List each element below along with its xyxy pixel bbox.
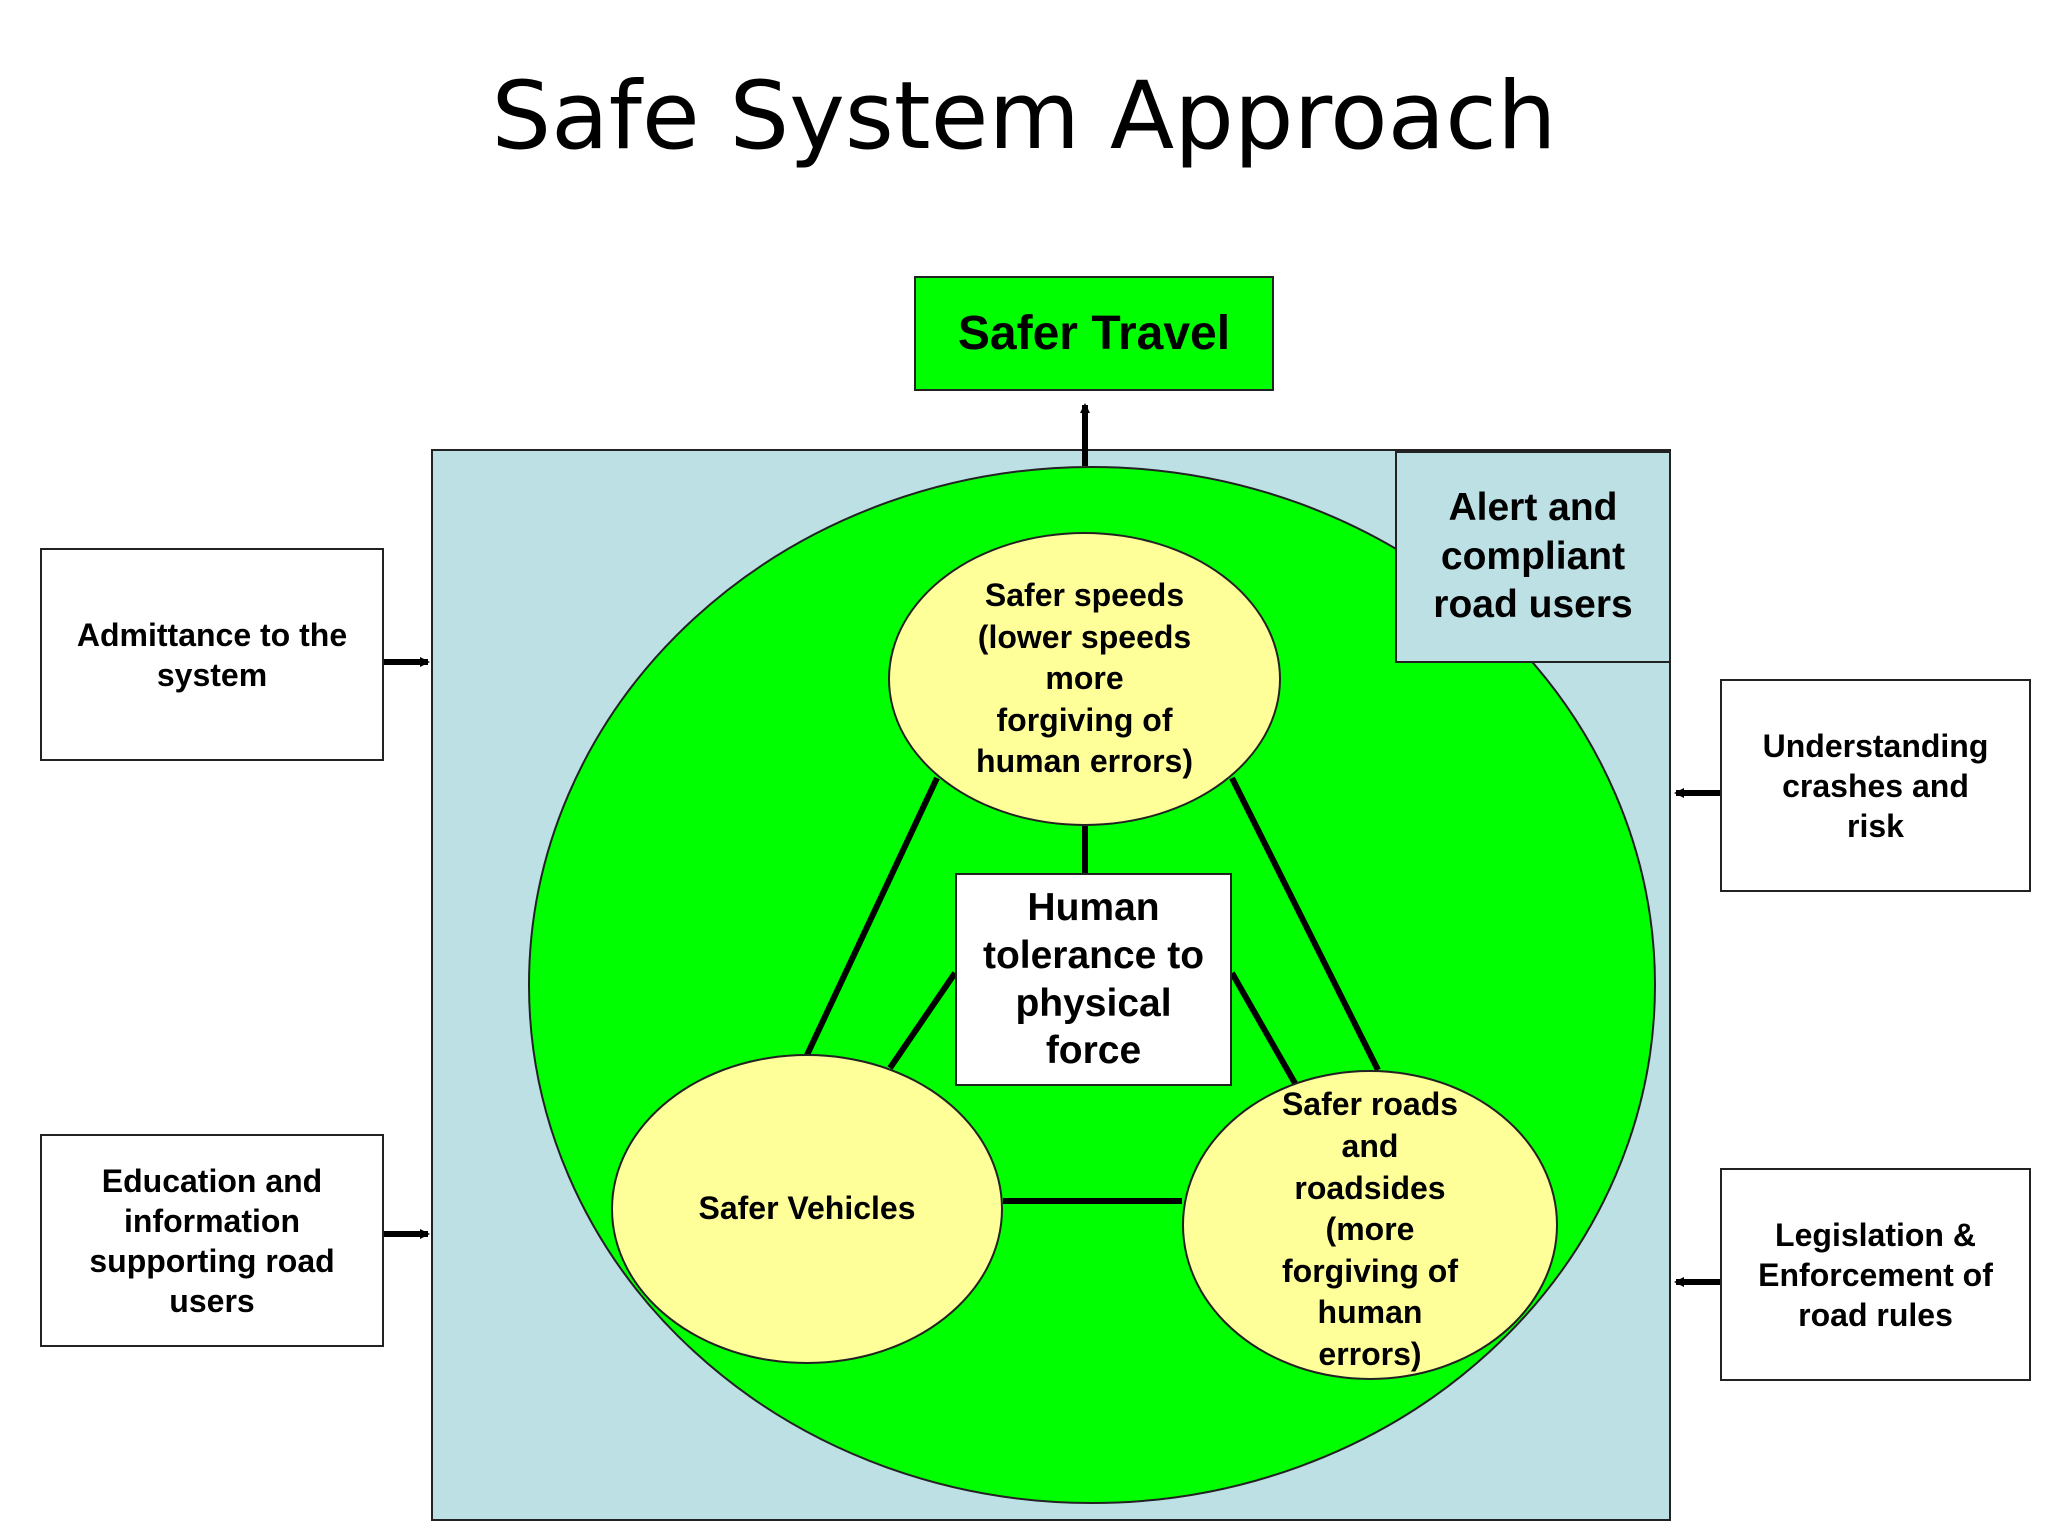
alert-compliant-label: Alert and compliant road users [1433, 485, 1633, 627]
alert-compliant-box: Alert and compliant road users [1395, 451, 1671, 663]
link-vehicles-center [887, 971, 958, 1070]
page-title: Safe System Approach [491, 62, 1557, 171]
safer-roads-label: Safer roads and roadsides (more forgivin… [1281, 1086, 1459, 1372]
safer-vehicles-label: Safer Vehicles [698, 1190, 916, 1227]
legislation-label: Legislation & Enforcement of road rules [1758, 1216, 1993, 1333]
education-label: Education and information supporting roa… [89, 1162, 335, 1319]
safer-speeds-label: Safer speeds (lower speeds more forgivin… [976, 577, 1193, 780]
safer-vehicles-oval: Safer Vehicles [611, 1054, 1003, 1364]
link-speeds-vehicles [804, 776, 940, 1057]
link-speeds-roads [1229, 776, 1381, 1072]
safer-travel-box: Safer Travel [914, 276, 1274, 391]
understanding-box: Understanding crashes and risk [1720, 679, 2031, 892]
human-tolerance-box: Human tolerance to physical force [955, 873, 1232, 1086]
safer-roads-oval: Safer roads and roadsides (more forgivin… [1182, 1070, 1558, 1380]
link-roads-center [1229, 971, 1299, 1087]
admittance-label: Admittance to the system [76, 616, 348, 693]
human-tolerance-label: Human tolerance to physical force [982, 886, 1205, 1073]
legislation-box: Legislation & Enforcement of road rules [1720, 1168, 2031, 1381]
admittance-box: Admittance to the system [40, 548, 384, 761]
safer-travel-label: Safer Travel [957, 306, 1231, 360]
understanding-label: Understanding crashes and risk [1762, 727, 1989, 844]
education-box: Education and information supporting roa… [40, 1134, 384, 1347]
safer-speeds-oval: Safer speeds (lower speeds more forgivin… [888, 532, 1281, 826]
